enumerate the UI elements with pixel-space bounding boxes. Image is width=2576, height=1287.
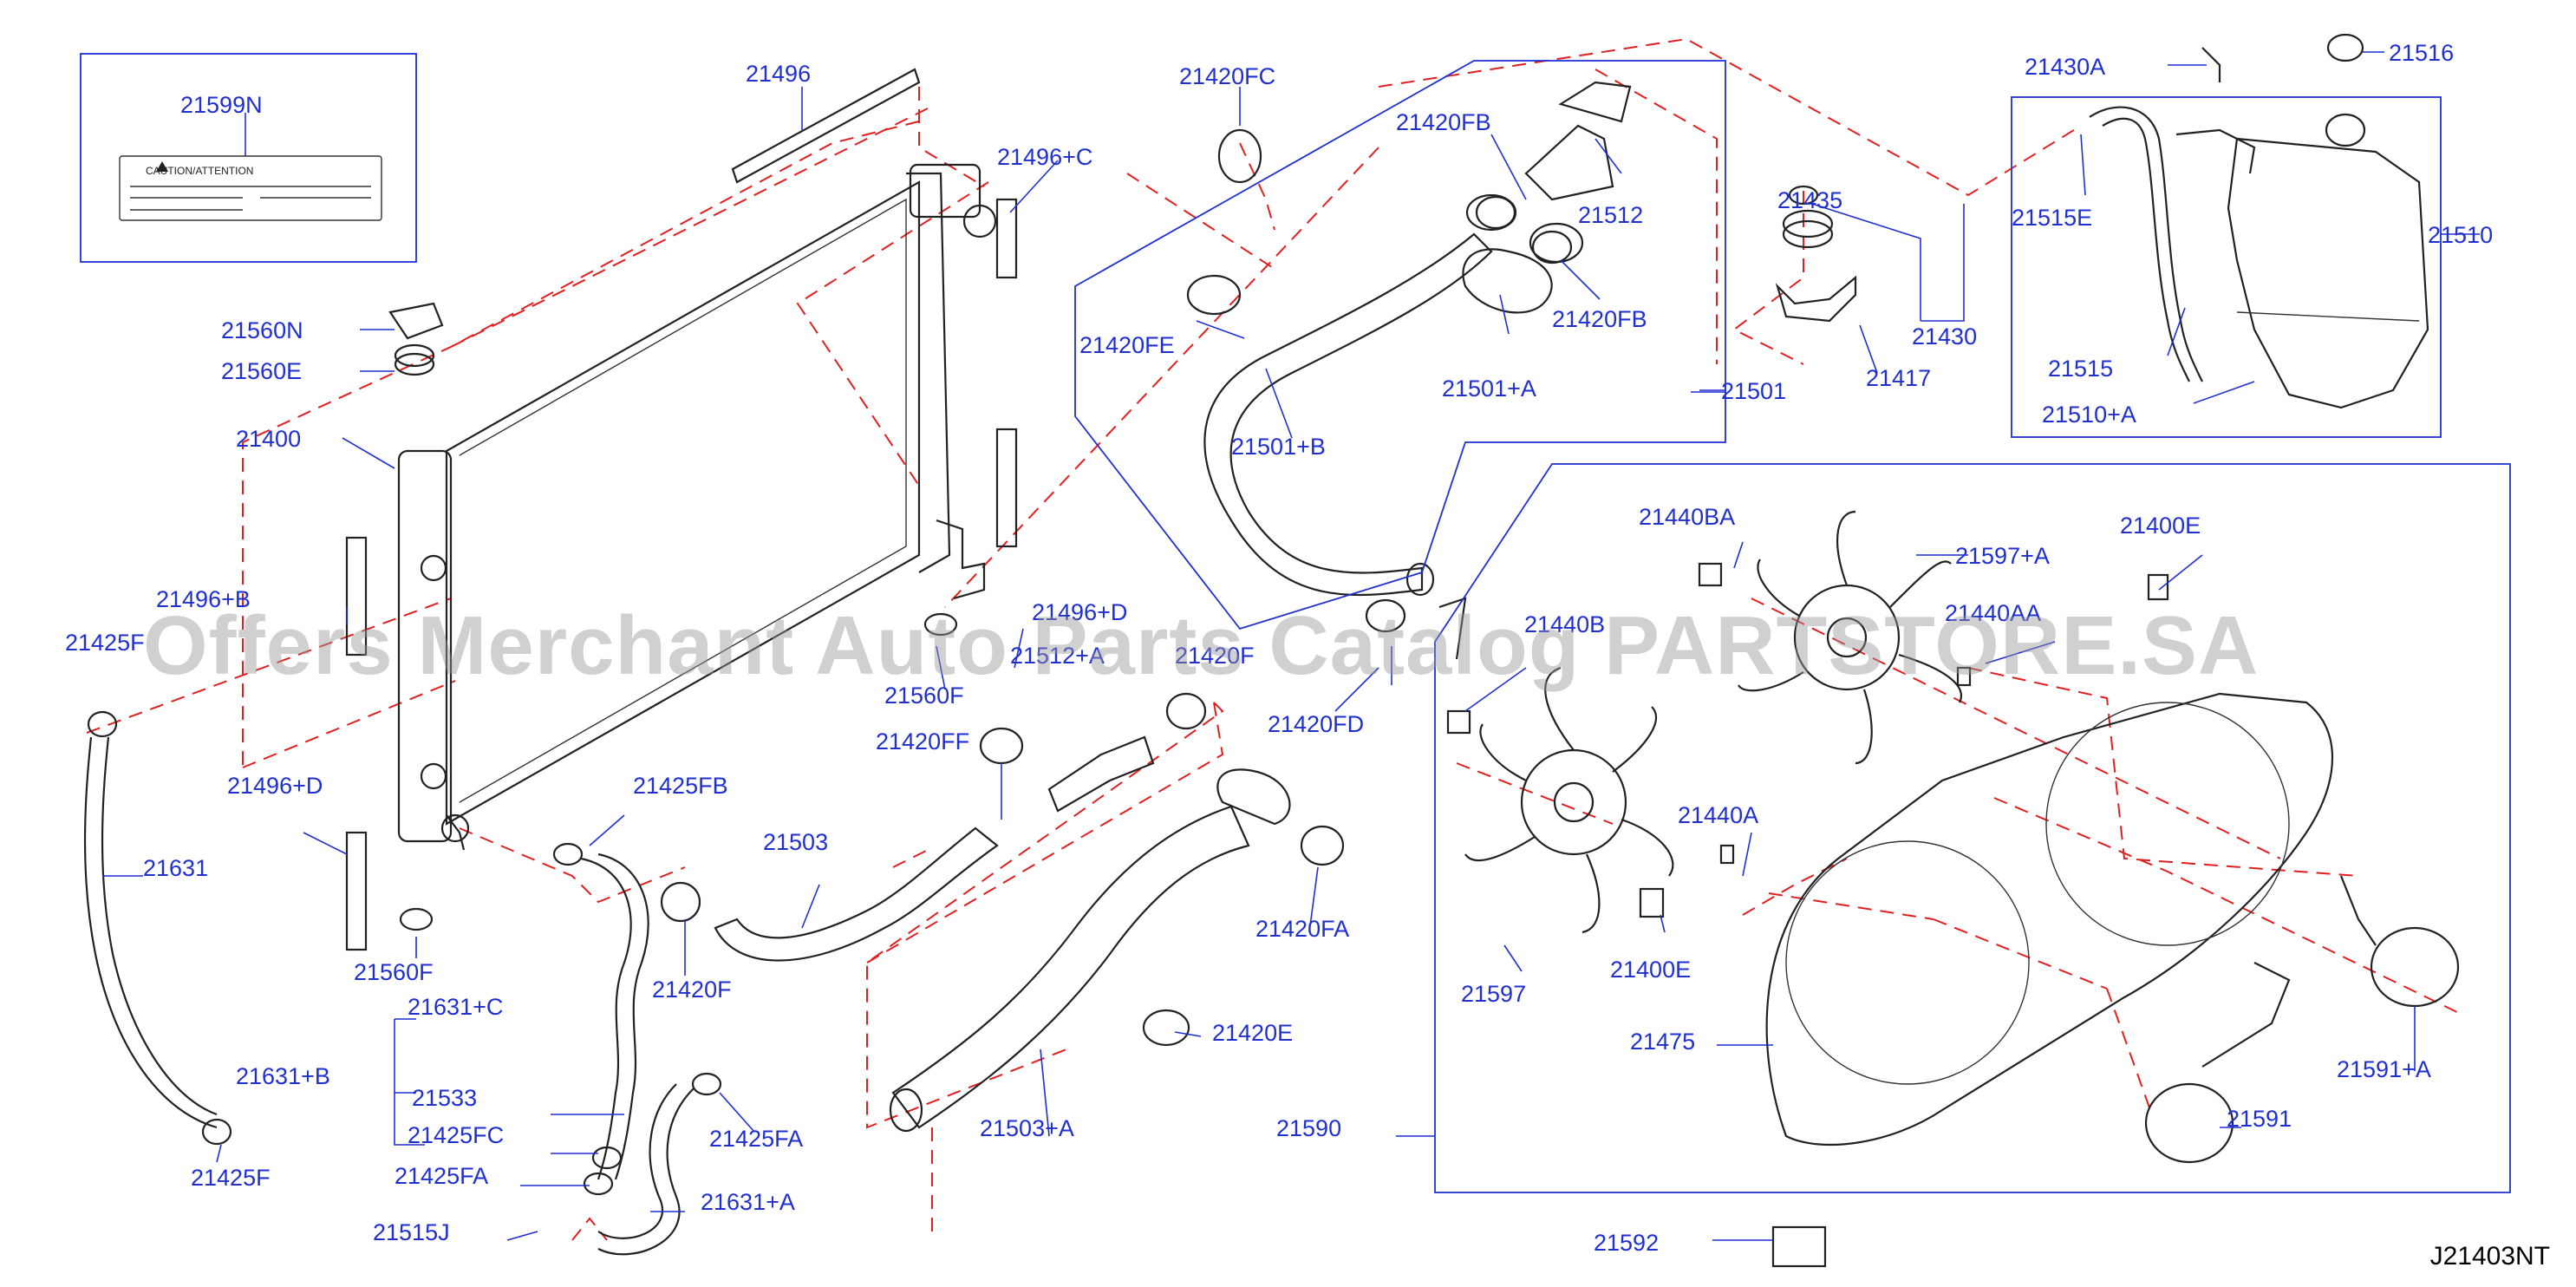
upper-hose-part[interactable] xyxy=(1203,81,1632,660)
part-label-21510-plus-a[interactable]: 21510+A xyxy=(2042,402,2136,428)
part-label-21496-plus-b[interactable]: 21496+B xyxy=(156,586,251,612)
part-label-21599n[interactable]: 21599N xyxy=(180,92,263,118)
part-label-21440a[interactable]: 21440A xyxy=(1678,802,1759,828)
part-label-21420fc[interactable]: 21420FC xyxy=(1179,63,1276,89)
part-label-21420fa[interactable]: 21420FA xyxy=(1255,916,1350,942)
part-label-21420f[interactable]: 21420F xyxy=(1175,643,1255,669)
part-label-21501-plus-a[interactable]: 21501+A xyxy=(1442,376,1536,402)
part-label-21400e[interactable]: 21400E xyxy=(2120,513,2201,539)
part-label-21420fb[interactable]: 21420FB xyxy=(1396,109,1491,135)
part-label-21420e[interactable]: 21420E xyxy=(1212,1020,1294,1046)
part-label-21420ff[interactable]: 21420FF xyxy=(876,728,970,755)
part-label-21420fb[interactable]: 21420FB xyxy=(1552,306,1647,332)
part-label-21417[interactable]: 21417 xyxy=(1866,365,1932,391)
reservoir-tank-part[interactable] xyxy=(2011,33,2442,438)
bracket-part[interactable] xyxy=(1775,185,1857,323)
part-label-21631-plus-b[interactable]: 21631+B xyxy=(236,1063,330,1089)
part-label-21510[interactable]: 21510 xyxy=(2428,222,2494,248)
part-label-21631[interactable]: 21631 xyxy=(143,855,209,881)
part-label-21516[interactable]: 21516 xyxy=(2389,40,2455,66)
fan-assembly-box xyxy=(1434,463,2511,1193)
part-label-21420fd[interactable]: 21420FD xyxy=(1268,711,1365,737)
part-label-21597[interactable]: 21597 xyxy=(1461,981,1527,1007)
group-box-21501 xyxy=(1074,60,1726,630)
diagram-code: J21403NT xyxy=(2429,1242,2550,1271)
mount-parts[interactable] xyxy=(388,302,958,931)
part-label-21420f[interactable]: 21420F xyxy=(652,977,732,1003)
part-label-21503-plus-a[interactable]: 21503+A xyxy=(980,1115,1074,1141)
part-label-21496[interactable]: 21496 xyxy=(746,61,812,87)
part-label-21515j[interactable]: 21515J xyxy=(373,1219,450,1245)
watermark: Offers Merchant Auto Parts Catalog PARTS… xyxy=(143,599,2260,692)
part-label-21560f[interactable]: 21560F xyxy=(884,683,964,709)
part-label-21512[interactable]: 21512 xyxy=(1578,202,1644,228)
fan-shroud-part[interactable] xyxy=(1765,692,2334,1268)
part-label-21512-plus-a[interactable]: 21512+A xyxy=(1010,643,1105,669)
part-label-21400[interactable]: 21400 xyxy=(236,426,302,452)
part-label-21425fa[interactable]: 21425FA xyxy=(395,1163,489,1189)
caution-label-text: CAUTION/ATTENTION xyxy=(146,165,254,177)
part-label-21425fb[interactable]: 21425FB xyxy=(633,773,728,799)
part-label-21425fc[interactable]: 21425FC xyxy=(408,1122,505,1148)
part-label-21420fe[interactable]: 21420FE xyxy=(1079,332,1175,358)
part-label-21435[interactable]: 21435 xyxy=(1777,187,1843,213)
fan-blades[interactable] xyxy=(1464,510,1962,934)
bushings[interactable] xyxy=(1446,562,2169,918)
part-label-21560n[interactable]: 21560N xyxy=(221,317,303,343)
part-label-21496-plus-d[interactable]: 21496+D xyxy=(1032,599,1128,625)
part-label-21560e[interactable]: 21560E xyxy=(221,358,303,384)
part-label-21440b[interactable]: 21440B xyxy=(1524,611,1606,637)
part-label-21631-plus-a[interactable]: 21631+A xyxy=(701,1189,795,1215)
part-label-21515[interactable]: 21515 xyxy=(2048,356,2114,382)
part-label-21631-plus-c[interactable]: 21631+C xyxy=(408,994,504,1020)
part-label-21592[interactable]: 21592 xyxy=(1594,1230,1660,1256)
radiator-part[interactable] xyxy=(397,163,997,851)
part-label-21440ba[interactable]: 21440BA xyxy=(1639,504,1736,530)
part-label-21475[interactable]: 21475 xyxy=(1630,1029,1696,1055)
part-label-21515e[interactable]: 21515E xyxy=(2012,205,2093,231)
lower-hose-part[interactable] xyxy=(714,735,1291,1133)
part-label-21496-plus-d[interactable]: 21496+D xyxy=(227,773,323,799)
part-label-21591-plus-a[interactable]: 21591+A xyxy=(2337,1056,2431,1082)
caution-label-part[interactable] xyxy=(80,53,417,263)
part-label-21400e[interactable]: 21400E xyxy=(1610,957,1692,983)
guide-lines xyxy=(86,37,2463,1241)
part-label-21425f[interactable]: 21425F xyxy=(191,1165,271,1191)
part-label-21597-plus-a[interactable]: 21597+A xyxy=(1955,543,2050,569)
part-label-21591[interactable]: 21591 xyxy=(2227,1106,2292,1132)
part-label-21430[interactable]: 21430 xyxy=(1912,323,1978,350)
seal-strips[interactable] xyxy=(345,68,1018,951)
leader-lines xyxy=(102,51,2480,1241)
part-label-21533[interactable]: 21533 xyxy=(412,1085,478,1111)
part-label-21440aa[interactable]: 21440AA xyxy=(1945,600,2042,626)
part-label-21590[interactable]: 21590 xyxy=(1276,1115,1342,1141)
hose-clamps[interactable] xyxy=(87,128,1573,1196)
part-label-21501[interactable]: 21501 xyxy=(1721,378,1787,404)
part-label-21425fa[interactable]: 21425FA xyxy=(709,1126,804,1152)
part-label-21501-plus-b[interactable]: 21501+B xyxy=(1231,434,1326,460)
part-label-21430a[interactable]: 21430A xyxy=(2025,54,2106,80)
part-label-21560f[interactable]: 21560F xyxy=(354,959,434,985)
part-label-21503[interactable]: 21503 xyxy=(763,829,829,855)
part-label-21425f[interactable]: 21425F xyxy=(65,630,145,656)
fan-motors[interactable] xyxy=(2144,875,2460,1164)
part-label-21496-plus-c[interactable]: 21496+C xyxy=(997,144,1093,170)
reservoir-hoses[interactable] xyxy=(83,106,2203,1256)
